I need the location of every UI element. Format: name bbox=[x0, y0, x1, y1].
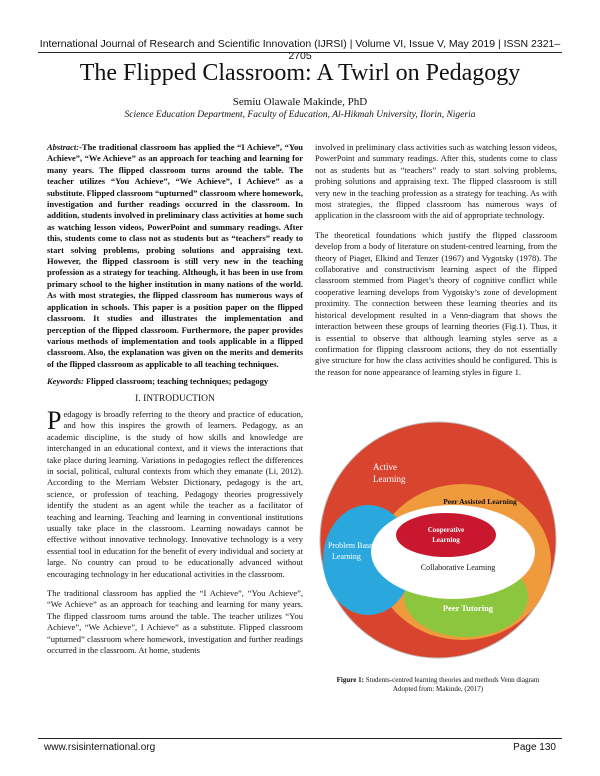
paper-title: The Flipped Classroom: A Twirl on Pedago… bbox=[79, 60, 521, 86]
caption-label: Figure 1: bbox=[336, 676, 364, 684]
peer-assisted-label: Peer Assisted Learning bbox=[443, 497, 517, 506]
footer-rule bbox=[38, 738, 562, 739]
header-rule bbox=[38, 52, 562, 53]
abstract-label: Abstract:- bbox=[47, 142, 82, 152]
keywords-label: Keywords: bbox=[47, 376, 84, 387]
caption-source: Adopted from: Makinde, (2017) bbox=[392, 685, 484, 693]
abstract-text: The traditional classroom has applied th… bbox=[47, 142, 303, 369]
right-paragraph-1: involved in preliminary class activities… bbox=[315, 142, 557, 221]
right-column: involved in preliminary class activities… bbox=[315, 142, 557, 386]
abstract: Abstract:-The traditional classroom has … bbox=[47, 142, 303, 370]
intro-paragraph-1-text: edagogy is broadly referring to the theo… bbox=[47, 408, 303, 579]
journal-header: International Journal of Research and Sc… bbox=[39, 38, 561, 62]
cooperative-ellipse bbox=[396, 513, 496, 557]
problem-based-label-2: Learning bbox=[332, 552, 361, 561]
paper-author: Semiu Olawale Makinde, PhD bbox=[232, 96, 368, 108]
drop-cap: P bbox=[47, 405, 62, 435]
figure-caption: Figure 1: Students-centred learning theo… bbox=[318, 676, 558, 694]
collaborative-label: Collaborative Learning bbox=[421, 563, 495, 572]
venn-diagram: Active Learning Peer Assisted Learning C… bbox=[319, 421, 557, 659]
problem-based-label-1: Problem Based bbox=[328, 541, 377, 550]
peer-tutoring-label: Peer Tutoring bbox=[443, 603, 494, 613]
page-number: Page 130 bbox=[513, 742, 556, 753]
keywords-text: Flipped classroom; teaching techniques; … bbox=[83, 376, 269, 387]
cooperative-label-2: Learning bbox=[432, 536, 460, 544]
paper-affiliation: Science Education Department, Faculty of… bbox=[124, 110, 476, 120]
left-column: Abstract:-The traditional classroom has … bbox=[47, 142, 303, 664]
cooperative-label-1: Cooperative bbox=[428, 526, 465, 534]
active-label-2: Learning bbox=[373, 474, 406, 484]
footer-url[interactable]: www.rsisinternational.org bbox=[44, 742, 156, 753]
active-label-1: Active bbox=[373, 462, 397, 472]
caption-text: Students-centred learning theories and m… bbox=[363, 676, 540, 684]
right-paragraph-2: The theoretical foundations which justif… bbox=[315, 229, 557, 377]
section-heading: I. INTRODUCTION bbox=[135, 393, 215, 404]
keywords: Keywords: Flipped classroom; teaching te… bbox=[47, 376, 303, 387]
intro-paragraph-2: The traditional classroom has applied th… bbox=[47, 588, 303, 656]
